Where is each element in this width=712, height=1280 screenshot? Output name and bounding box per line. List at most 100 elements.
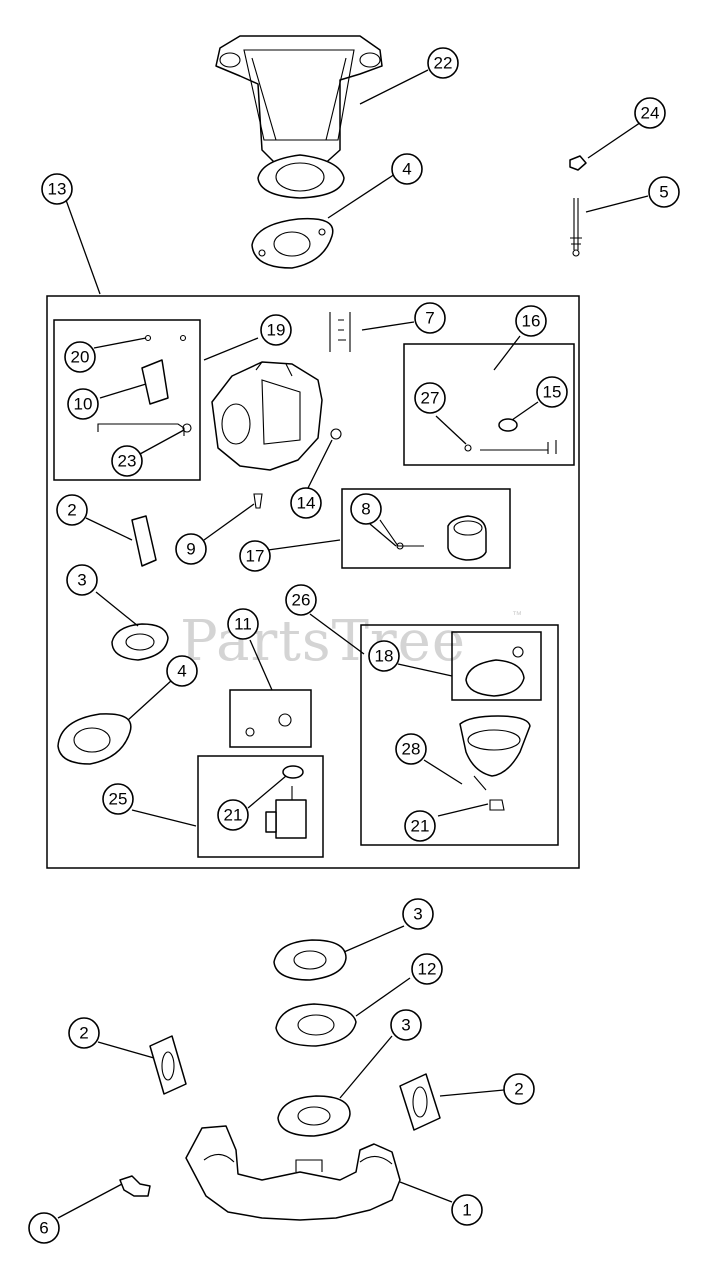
svg-text:15: 15 (543, 383, 562, 402)
callout-12[interactable]: 12 (411, 953, 443, 985)
callout-4-mid[interactable]: 4 (166, 655, 198, 687)
callout-11[interactable]: 11 (227, 608, 259, 640)
callout-1[interactable]: 1 (451, 1194, 483, 1226)
callout-4-upper[interactable]: 4 (391, 153, 423, 185)
seal-box (229, 689, 312, 748)
callout-26[interactable]: 26 (285, 584, 317, 616)
svg-text:21: 21 (224, 806, 243, 825)
choke-parts-box (53, 319, 201, 481)
callout-14[interactable]: 14 (290, 487, 322, 519)
callout-17[interactable]: 17 (239, 540, 271, 572)
callout-6[interactable]: 6 (28, 1212, 60, 1244)
part-spacer-mid[interactable] (131, 515, 157, 567)
callout-10[interactable]: 10 (67, 388, 99, 420)
svg-text:11: 11 (234, 615, 252, 634)
svg-text:21: 21 (411, 817, 430, 836)
float-box (341, 488, 511, 569)
part-screw-20[interactable] (144, 334, 187, 342)
part-stud[interactable] (570, 198, 582, 257)
callout-20[interactable]: 20 (64, 341, 96, 373)
callout-22[interactable]: 22 (427, 47, 459, 79)
callout-19[interactable]: 19 (260, 314, 292, 346)
part-spacer-lower-left[interactable] (149, 1035, 187, 1095)
part-seal-11[interactable] (245, 713, 292, 737)
callout-23[interactable]: 23 (111, 445, 143, 477)
svg-text:2: 2 (79, 1024, 88, 1043)
callout-5[interactable]: 5 (648, 176, 680, 208)
svg-text:26: 26 (292, 591, 311, 610)
svg-text:5: 5 (659, 183, 668, 202)
callout-21-left[interactable]: 21 (217, 799, 249, 831)
part-float-pin[interactable] (464, 440, 557, 454)
svg-text:17: 17 (246, 547, 265, 566)
part-screw-9[interactable] (253, 493, 263, 509)
callout-13[interactable]: 13 (41, 173, 73, 205)
callout-9[interactable]: 9 (175, 533, 207, 565)
svg-text:2: 2 (67, 501, 76, 520)
callout-16[interactable]: 16 (515, 305, 547, 337)
part-insulator-12[interactable] (275, 1003, 357, 1047)
callout-21-right[interactable]: 21 (404, 810, 436, 842)
callout-18[interactable]: 18 (368, 640, 400, 672)
callout-2-lower-right[interactable]: 2 (503, 1073, 535, 1105)
callout-15[interactable]: 15 (536, 376, 568, 408)
part-diaphragm-18[interactable] (465, 646, 525, 697)
part-choke-plate-10[interactable] (141, 359, 169, 405)
svg-text:24: 24 (641, 104, 660, 123)
part-float[interactable] (447, 515, 487, 561)
part-float-hinge[interactable] (379, 519, 424, 550)
part-spacer-lower-right[interactable] (399, 1073, 441, 1131)
part-intake-manifold-1[interactable] (185, 1125, 401, 1221)
part-carburetor-body[interactable] (211, 361, 342, 471)
svg-text:28: 28 (402, 740, 421, 759)
callout-28[interactable]: 28 (395, 733, 427, 765)
part-gasket-inner[interactable] (111, 623, 169, 661)
part-gasket-upper[interactable] (251, 217, 334, 269)
svg-text:1: 1 (462, 1201, 471, 1220)
part-float-bowl-28[interactable] (459, 715, 531, 791)
svg-text:6: 6 (39, 1219, 48, 1238)
svg-text:14: 14 (297, 494, 316, 513)
callout-24[interactable]: 24 (634, 97, 666, 129)
svg-text:20: 20 (71, 348, 90, 367)
callout-7[interactable]: 7 (414, 302, 446, 334)
part-nut[interactable] (569, 155, 587, 171)
part-intake-adapter[interactable] (215, 35, 383, 199)
svg-text:9: 9 (186, 540, 195, 559)
callout-2-mid[interactable]: 2 (56, 494, 88, 526)
callout-3-lower-b[interactable]: 3 (390, 1009, 422, 1041)
callout-27[interactable]: 27 (414, 382, 446, 414)
part-gasket-inner-4[interactable] (57, 713, 132, 765)
svg-text:22: 22 (434, 54, 453, 73)
part-screw-21b[interactable] (489, 799, 505, 811)
svg-text:7: 7 (425, 309, 434, 328)
svg-text:13: 13 (48, 180, 67, 199)
callout-25[interactable]: 25 (102, 783, 134, 815)
solenoid-box (197, 755, 324, 858)
svg-text:16: 16 (522, 312, 541, 331)
callout-3-lower-a[interactable]: 3 (402, 898, 434, 930)
diaphragm-box (451, 631, 542, 701)
bowl-kit-box (360, 624, 559, 846)
svg-text:25: 25 (109, 790, 128, 809)
callout-2-lower-left[interactable]: 2 (68, 1017, 100, 1049)
svg-text:8: 8 (361, 500, 370, 519)
leader-lines (57, 69, 651, 1219)
svg-text:19: 19 (267, 321, 286, 340)
part-fitting-6[interactable] (119, 1175, 151, 1197)
svg-text:2: 2 (514, 1080, 523, 1099)
part-gasket-lower-3b[interactable] (277, 1095, 351, 1137)
part-gasket-lower-3a[interactable] (273, 939, 347, 981)
svg-text:3: 3 (401, 1016, 410, 1035)
part-solenoid[interactable] (265, 786, 307, 839)
svg-text:3: 3 (77, 571, 86, 590)
svg-text:4: 4 (402, 160, 411, 179)
part-needle-15[interactable] (498, 418, 518, 432)
callout-8[interactable]: 8 (350, 493, 382, 525)
part-idle-screw[interactable] (329, 312, 351, 352)
svg-text:10: 10 (74, 395, 93, 414)
float-pin-box (403, 343, 575, 466)
part-washer-21a[interactable] (282, 765, 304, 779)
callout-3-mid[interactable]: 3 (66, 564, 98, 596)
